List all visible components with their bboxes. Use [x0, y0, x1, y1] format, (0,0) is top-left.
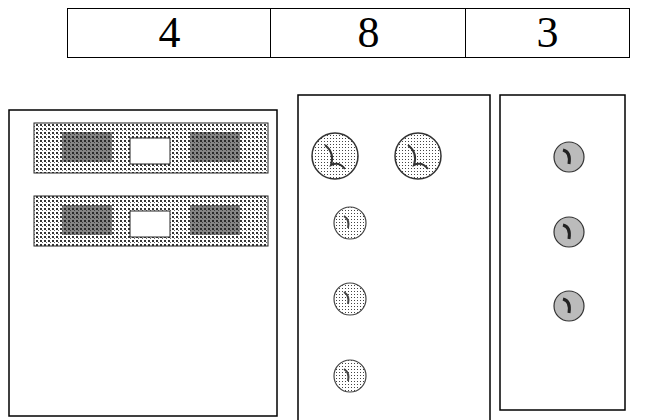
place-value-cell: 8 [270, 8, 467, 58]
place-value-cell: 4 [67, 8, 272, 58]
banknote [34, 196, 268, 246]
small-coin [334, 283, 366, 315]
penny [554, 217, 584, 247]
banknote [34, 123, 268, 173]
digit: 8 [358, 11, 380, 55]
penny [554, 291, 584, 321]
large-coin [312, 133, 358, 179]
place-value-cell: 3 [465, 8, 630, 58]
digit: 3 [537, 11, 559, 55]
ones-panel [500, 95, 625, 410]
large-coin [395, 133, 441, 179]
hundreds-panel [9, 110, 277, 416]
digit: 4 [159, 11, 181, 55]
tens-panel [298, 95, 490, 420]
penny [554, 142, 584, 172]
small-coin [334, 360, 366, 392]
small-coin [334, 207, 366, 239]
